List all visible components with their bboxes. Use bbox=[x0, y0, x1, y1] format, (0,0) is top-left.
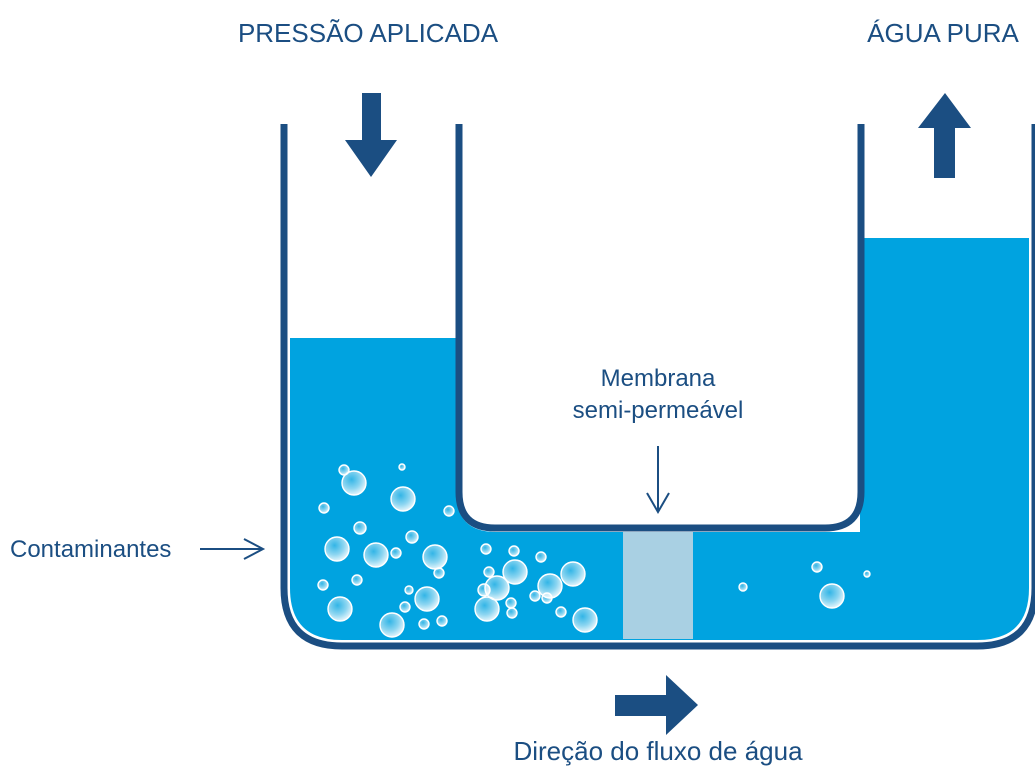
contaminant-bubble bbox=[863, 570, 871, 578]
contaminant-bubble bbox=[399, 601, 411, 613]
contaminant-bubble bbox=[477, 583, 491, 597]
water-left-chamber bbox=[290, 238, 1029, 640]
contaminant-bubble bbox=[414, 586, 440, 612]
arrow-up-icon bbox=[918, 93, 971, 178]
contaminant-bubble bbox=[508, 545, 520, 557]
contaminant-bubble bbox=[811, 561, 823, 573]
contaminant-bubble bbox=[819, 583, 845, 609]
contaminant-bubble bbox=[738, 582, 748, 592]
contaminant-bubble bbox=[390, 486, 416, 512]
contaminant-bubble bbox=[433, 567, 445, 579]
contaminant-bubble bbox=[541, 592, 553, 604]
contaminant-bubble bbox=[363, 542, 389, 568]
membrane-pointer-head bbox=[646, 492, 670, 514]
contaminant-bubble bbox=[480, 543, 492, 555]
contaminant-bubble bbox=[341, 470, 367, 496]
tank-outer-wall bbox=[280, 124, 1035, 650]
contaminant-bubble bbox=[405, 530, 419, 544]
contaminant-bubble bbox=[572, 607, 598, 633]
membrane-label-line2: semi-permeável bbox=[573, 397, 744, 424]
contaminant-bubble bbox=[404, 585, 414, 595]
contaminant-particles bbox=[317, 463, 871, 638]
membrane-label-line1: Membrana bbox=[601, 365, 716, 392]
contaminant-bubble bbox=[318, 502, 330, 514]
contaminant-bubble bbox=[324, 536, 350, 562]
contaminant-bubble bbox=[422, 544, 448, 570]
flow-direction-label: Direção do fluxo de água bbox=[513, 736, 803, 766]
contaminant-bubble bbox=[505, 597, 517, 609]
semi-permeable-membrane bbox=[623, 532, 693, 639]
contaminant-bubble bbox=[483, 566, 495, 578]
contaminant-bubble bbox=[317, 579, 329, 591]
contaminant-bubble bbox=[436, 615, 448, 627]
tank-inner-wall bbox=[455, 124, 865, 532]
contaminant-bubble bbox=[474, 596, 500, 622]
contaminant-bubble bbox=[555, 606, 567, 618]
contaminant-bubble bbox=[327, 596, 353, 622]
contaminant-bubble bbox=[390, 547, 402, 559]
arrow-right-icon bbox=[615, 675, 698, 735]
contaminant-bubble bbox=[529, 590, 541, 602]
contaminants-label: Contaminantes bbox=[10, 536, 171, 563]
contaminant-bubble bbox=[443, 505, 455, 517]
contaminant-bubble bbox=[353, 521, 367, 535]
contaminant-bubble bbox=[535, 551, 547, 563]
contaminant-bubble bbox=[351, 574, 363, 586]
contaminant-bubble bbox=[379, 612, 405, 638]
contaminant-bubble bbox=[506, 607, 518, 619]
contaminant-bubble bbox=[502, 559, 528, 585]
pure-water-label: ÁGUA PURA bbox=[867, 18, 1019, 48]
contaminants-pointer-head bbox=[243, 538, 266, 560]
arrow-down-icon bbox=[345, 93, 397, 177]
contaminant-bubble bbox=[338, 464, 350, 476]
contaminant-bubble bbox=[398, 463, 406, 471]
contaminant-bubble bbox=[560, 561, 586, 587]
contaminant-bubble bbox=[418, 618, 430, 630]
applied-pressure-label: PRESSÃO APLICADA bbox=[238, 18, 499, 48]
